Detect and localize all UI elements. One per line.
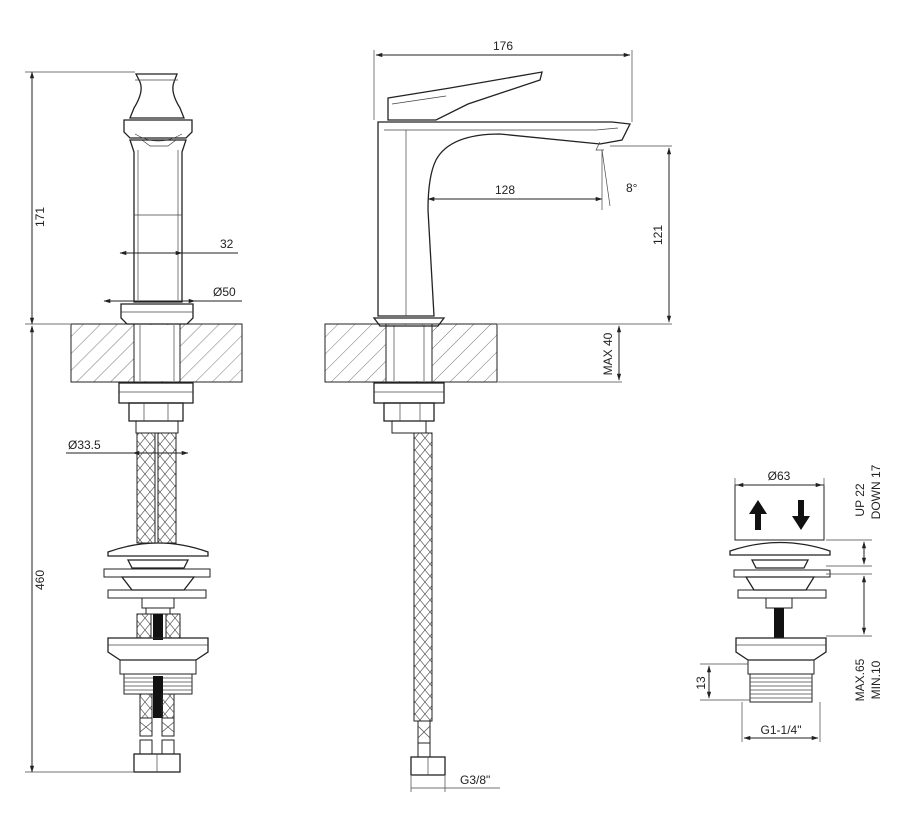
front-body	[129, 139, 187, 303]
label-overall-length: 176	[493, 39, 513, 53]
side-view	[324, 50, 672, 792]
label-body-width: 32	[220, 237, 234, 251]
front-hose-left-lower	[136, 613, 152, 639]
front-waste-body	[107, 637, 209, 661]
front-popup-plug	[107, 542, 209, 557]
waste-dimension-lines	[700, 539, 872, 742]
waste-body	[735, 637, 827, 661]
front-hose-left	[136, 432, 156, 544]
up-arrow-icon	[749, 500, 767, 530]
label-thread-length: 13	[694, 676, 708, 690]
side-body-spout	[377, 121, 631, 317]
front-dimension-lines	[25, 71, 242, 773]
dimension-labels: 171 460 32 Ø50 Ø33.5 176 128 8° 121 MAX …	[33, 39, 883, 787]
label-hose-diameter: Ø33.5	[68, 438, 101, 452]
side-hose	[413, 432, 433, 722]
label-spout-height: 121	[651, 225, 665, 245]
front-view	[25, 71, 243, 773]
down-arrow-icon	[792, 500, 810, 530]
side-lever	[387, 71, 543, 121]
waste-action-box	[734, 484, 825, 541]
front-hose-right	[157, 432, 177, 544]
label-waste-min: MIN.10	[869, 660, 883, 699]
label-below-deck: 460	[33, 570, 47, 590]
label-plug-diameter: Ø63	[768, 469, 791, 483]
side-dimension-lines	[373, 50, 672, 792]
waste-detail-view	[700, 478, 872, 742]
label-waste-thread: G1-1/4"	[761, 723, 802, 737]
front-handle	[129, 73, 185, 119]
label-down-travel: DOWN 17	[869, 464, 883, 519]
label-waste-max: MAX.65	[853, 658, 867, 701]
label-deck-max: MAX 40	[601, 332, 615, 375]
label-base-diameter: Ø50	[213, 285, 236, 299]
waste-plug-cap	[729, 541, 831, 556]
label-spout-angle: 8°	[626, 181, 638, 195]
label-spout-reach: 128	[495, 183, 515, 197]
label-inlet-thread: G3/8"	[460, 773, 490, 787]
label-up-travel: UP 22	[853, 483, 867, 516]
label-total-height: 171	[33, 207, 47, 227]
